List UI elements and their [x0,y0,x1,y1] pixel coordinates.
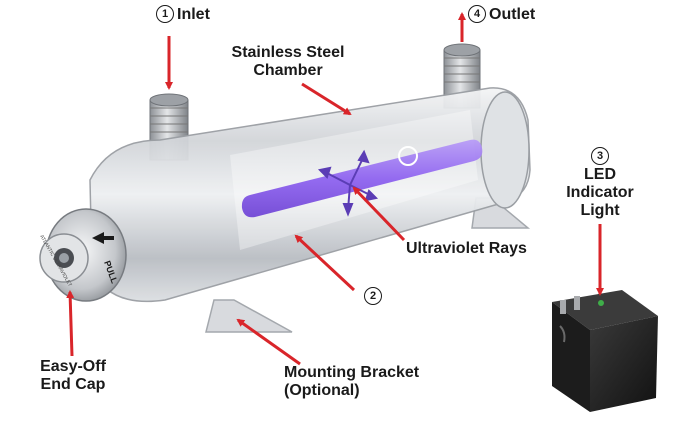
led-light-icon [598,300,604,306]
outlet-text: Outlet [489,6,536,24]
uv-lamp-icon [241,139,483,218]
chamber-label: Stainless Steel Chamber [218,44,358,80]
led-label: 3 LED Indicator Light [560,147,640,220]
uv-lamp-label: 2 [364,287,385,306]
led-number: 3 [591,147,609,165]
mounting-bracket-icon [205,197,531,333]
outlet-number: 4 [468,5,486,23]
bracket-label-line1: Mounting Bracket [284,364,420,381]
chamber-label-line1: Stainless Steel [231,44,345,61]
endcap-label-line1: Easy-Off [40,358,106,375]
bracket-label-line2: (Optional) [284,382,360,399]
inlet-number: 1 [156,5,174,23]
inlet-text: Inlet [177,6,210,24]
uv-rays-label: Ultraviolet Rays [406,240,527,258]
uv-lamp-number: 2 [364,287,382,305]
leader-arrows [66,12,604,366]
led-transformer-icon [552,290,658,412]
chamber-label-line2: Chamber [253,62,323,79]
uv-rays-text: Ultraviolet Rays [406,240,527,257]
led-label-line3: Light [580,202,620,220]
endcap-label-line2: End Cap [40,376,106,393]
bracket-label: Mounting Bracket (Optional) [284,364,419,400]
endcap-label: Easy-Off End Cap [18,358,128,394]
end-cap-icon: PULL ATLANTIC ULTRAVIOLET [38,208,127,302]
led-label-line2: Indicator [566,184,634,202]
led-label-line1: LED [584,166,616,184]
